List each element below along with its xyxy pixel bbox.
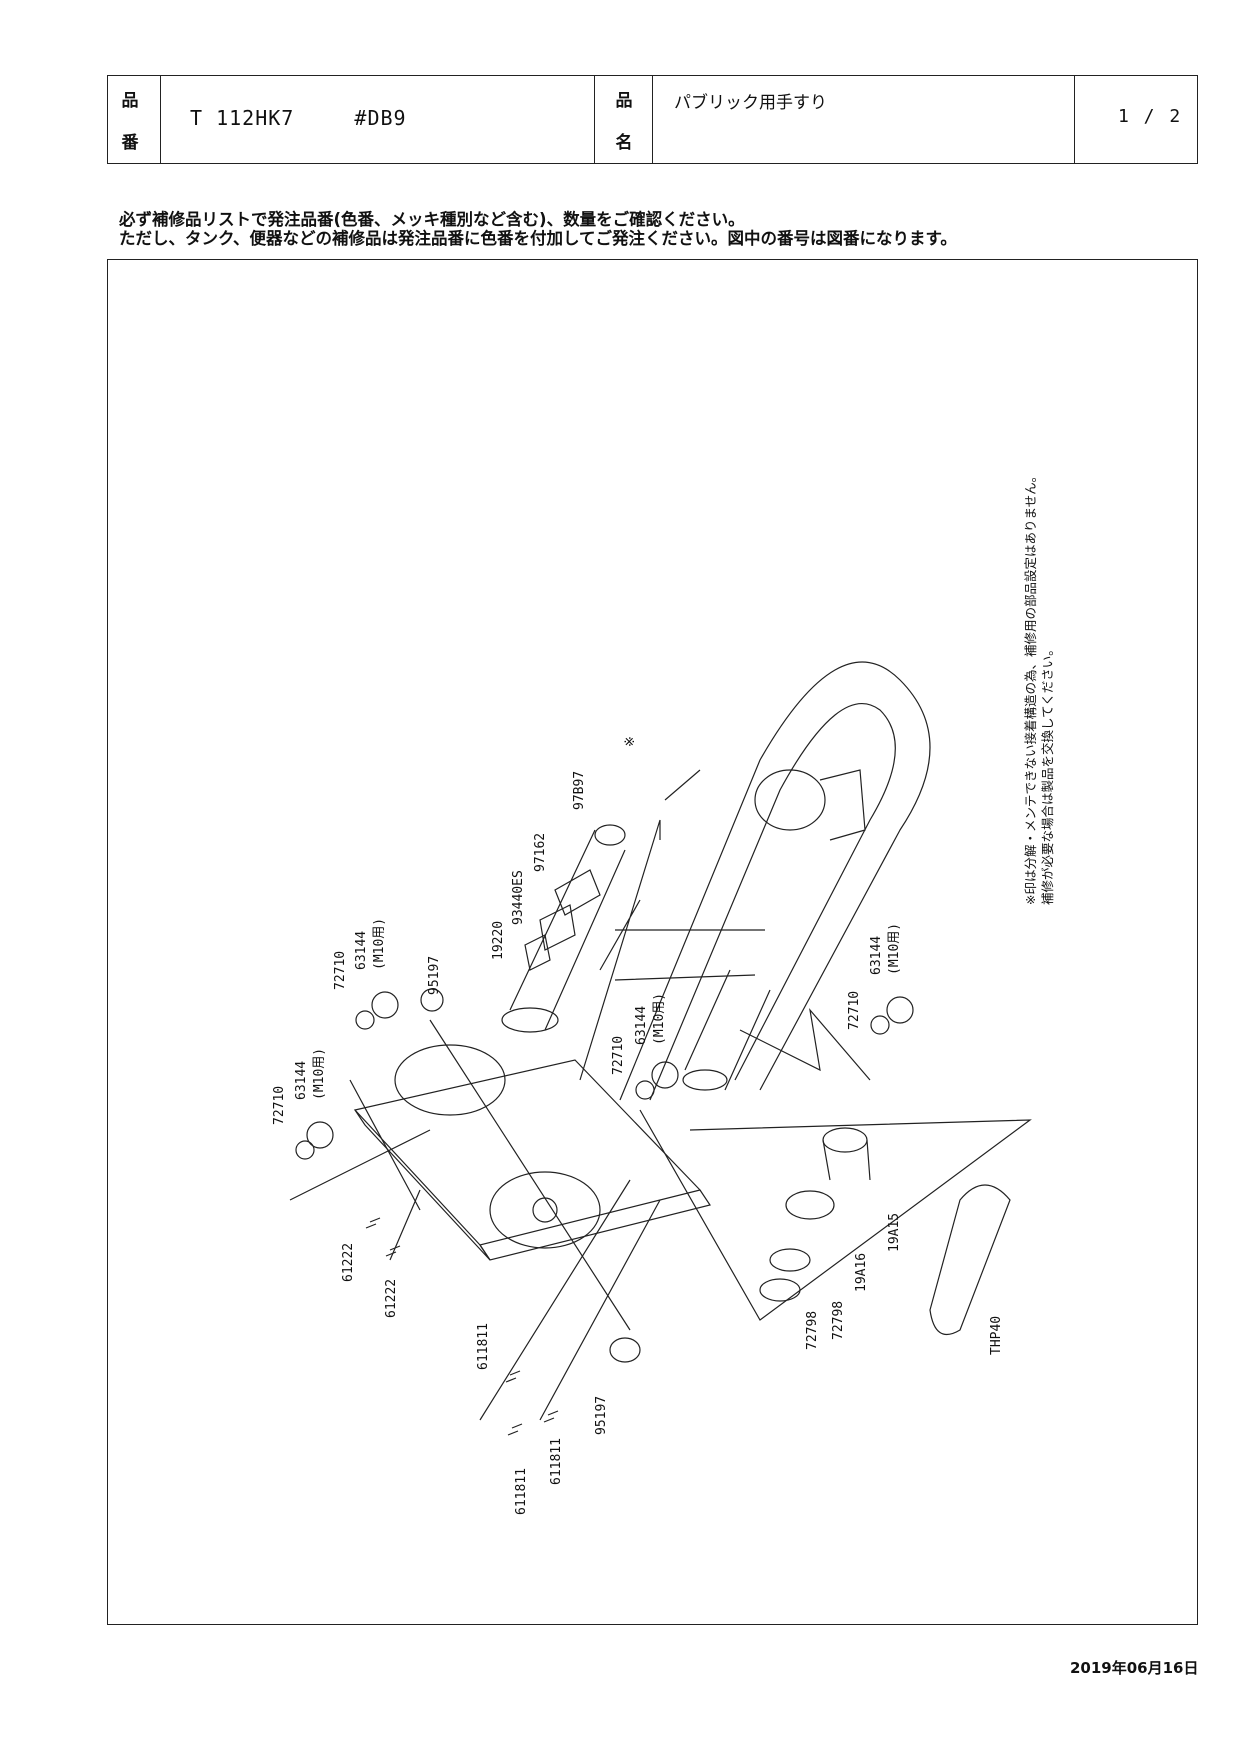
part-93440ES xyxy=(539,904,576,951)
note-line-2: ただし、タンク、便器などの補修品は発注品番に色番を付加してご発注ください。図中の… xyxy=(119,229,957,248)
note-line-1: 必ず補修品リストで発注品番(色番、メッキ種別など含む)、数量をご確認ください。 xyxy=(119,210,745,229)
screw-611811-a xyxy=(505,1370,521,1383)
clip-97162 xyxy=(554,869,601,916)
nut-63144-c xyxy=(651,1061,679,1089)
nut-63144-d xyxy=(886,996,914,1024)
part-19A15 xyxy=(822,1127,868,1153)
label-THP40: THP40 xyxy=(989,1316,1004,1355)
product-color-code: #DB9 xyxy=(354,106,407,130)
label-95197-top: 95197 xyxy=(427,956,442,995)
label-93440ES: 93440ES xyxy=(511,870,526,925)
part-19220 xyxy=(524,934,551,971)
label-72710-d: 72710 xyxy=(847,991,862,1030)
label-asterisk: ※ xyxy=(623,736,638,747)
screw-61222-a xyxy=(365,1217,381,1229)
label-19A15: 19A15 xyxy=(887,1213,902,1252)
mount-right xyxy=(489,1171,601,1249)
label-63144-d: 63144 xyxy=(869,936,884,975)
label-19220: 19220 xyxy=(491,921,506,960)
label-63144-a-sub: (M10用) xyxy=(372,918,387,970)
diagram-frame xyxy=(107,259,1198,1625)
label-97B97: 97B97 xyxy=(572,771,587,810)
product-code-main: T 112HK7 xyxy=(190,106,295,130)
label-63144-b: 63144 xyxy=(294,1061,309,1100)
part-THP40 xyxy=(929,1184,1011,1335)
label-63144-a: 63144 xyxy=(354,931,369,970)
label-72798-b: 72798 xyxy=(831,1301,846,1340)
label-72710-a: 72710 xyxy=(333,951,348,990)
instruction-notes: 必ず補修品リストで発注品番(色番、メッキ種別など含む)、数量をご確認ください。 … xyxy=(119,210,957,248)
base-plate xyxy=(353,1059,702,1246)
label-72710-b: 72710 xyxy=(272,1086,287,1125)
label-72798-a: 72798 xyxy=(805,1311,820,1350)
cap-95197-bottom xyxy=(609,1337,641,1363)
part-72798-a xyxy=(769,1248,811,1272)
washer-72710-a xyxy=(355,1010,375,1030)
cross-bar xyxy=(614,929,765,981)
label-61222-a: 61222 xyxy=(341,1243,356,1282)
washer-72710-b xyxy=(295,1140,315,1160)
bracket-knob xyxy=(754,769,826,831)
nut-63144-a xyxy=(371,991,399,1019)
divider xyxy=(1074,76,1075,163)
hinmei-label-1: 品 xyxy=(615,91,633,111)
part-72798-b xyxy=(759,1278,801,1302)
hinmei-label-2: 名 xyxy=(615,133,633,153)
page-number: 1 / 2 xyxy=(1118,106,1183,127)
label-63144-d-sub: (M10用) xyxy=(887,923,902,975)
label-611811-b: 611811 xyxy=(514,1468,529,1515)
support-post xyxy=(509,829,626,1031)
washer-72710-c xyxy=(635,1080,655,1100)
product-name: パブリック用手すり xyxy=(674,93,827,113)
label-97162: 97162 xyxy=(533,833,548,872)
side-note-line-2: 補修が必要な場合は製品を交換してください。 xyxy=(1040,643,1055,905)
grab-bar-outer xyxy=(619,661,931,1101)
label-63144-b-sub: (M10用) xyxy=(312,1048,327,1100)
nut-63144-b xyxy=(306,1121,334,1149)
label-611811-c: 611811 xyxy=(549,1438,564,1485)
assembly-lines xyxy=(289,769,1032,1421)
grab-bar-inner xyxy=(649,703,896,1101)
label-63144-c-sub: (M10用) xyxy=(652,993,667,1045)
side-note-line-1: ※印は分解・メンテできない接着構造の為、補修用の部品設定はありません。 xyxy=(1023,470,1038,905)
bar-sleeve xyxy=(684,969,771,1091)
hinban-label-2: 番 xyxy=(121,133,139,153)
part-19A16 xyxy=(785,1190,835,1220)
label-95197-bottom: 95197 xyxy=(594,1396,609,1435)
washer-72710-d xyxy=(870,1015,890,1035)
label-63144-c: 63144 xyxy=(634,1006,649,1045)
label-19A16: 19A16 xyxy=(854,1253,869,1292)
label-72710-c: 72710 xyxy=(611,1036,626,1075)
screw-611811-b xyxy=(507,1423,523,1436)
mount-left xyxy=(394,1044,506,1116)
issue-date: 2019年06月16日 xyxy=(1070,1659,1199,1677)
cap-97B97 xyxy=(594,824,626,846)
label-61222-b: 61222 xyxy=(384,1279,399,1318)
product-code: T 112HK7 #DB9 xyxy=(190,106,407,130)
divider xyxy=(594,76,595,163)
divider xyxy=(160,76,161,163)
hinban-label-1: 品 xyxy=(121,91,139,111)
label-611811-a: 611811 xyxy=(476,1323,491,1370)
screw-611811-c xyxy=(543,1410,559,1423)
cap-95197-top xyxy=(420,988,444,1012)
divider xyxy=(652,76,653,163)
header-table: 品 番 T 112HK7 #DB9 品 名 パブリック用手すり 1 / 2 xyxy=(107,75,1198,164)
